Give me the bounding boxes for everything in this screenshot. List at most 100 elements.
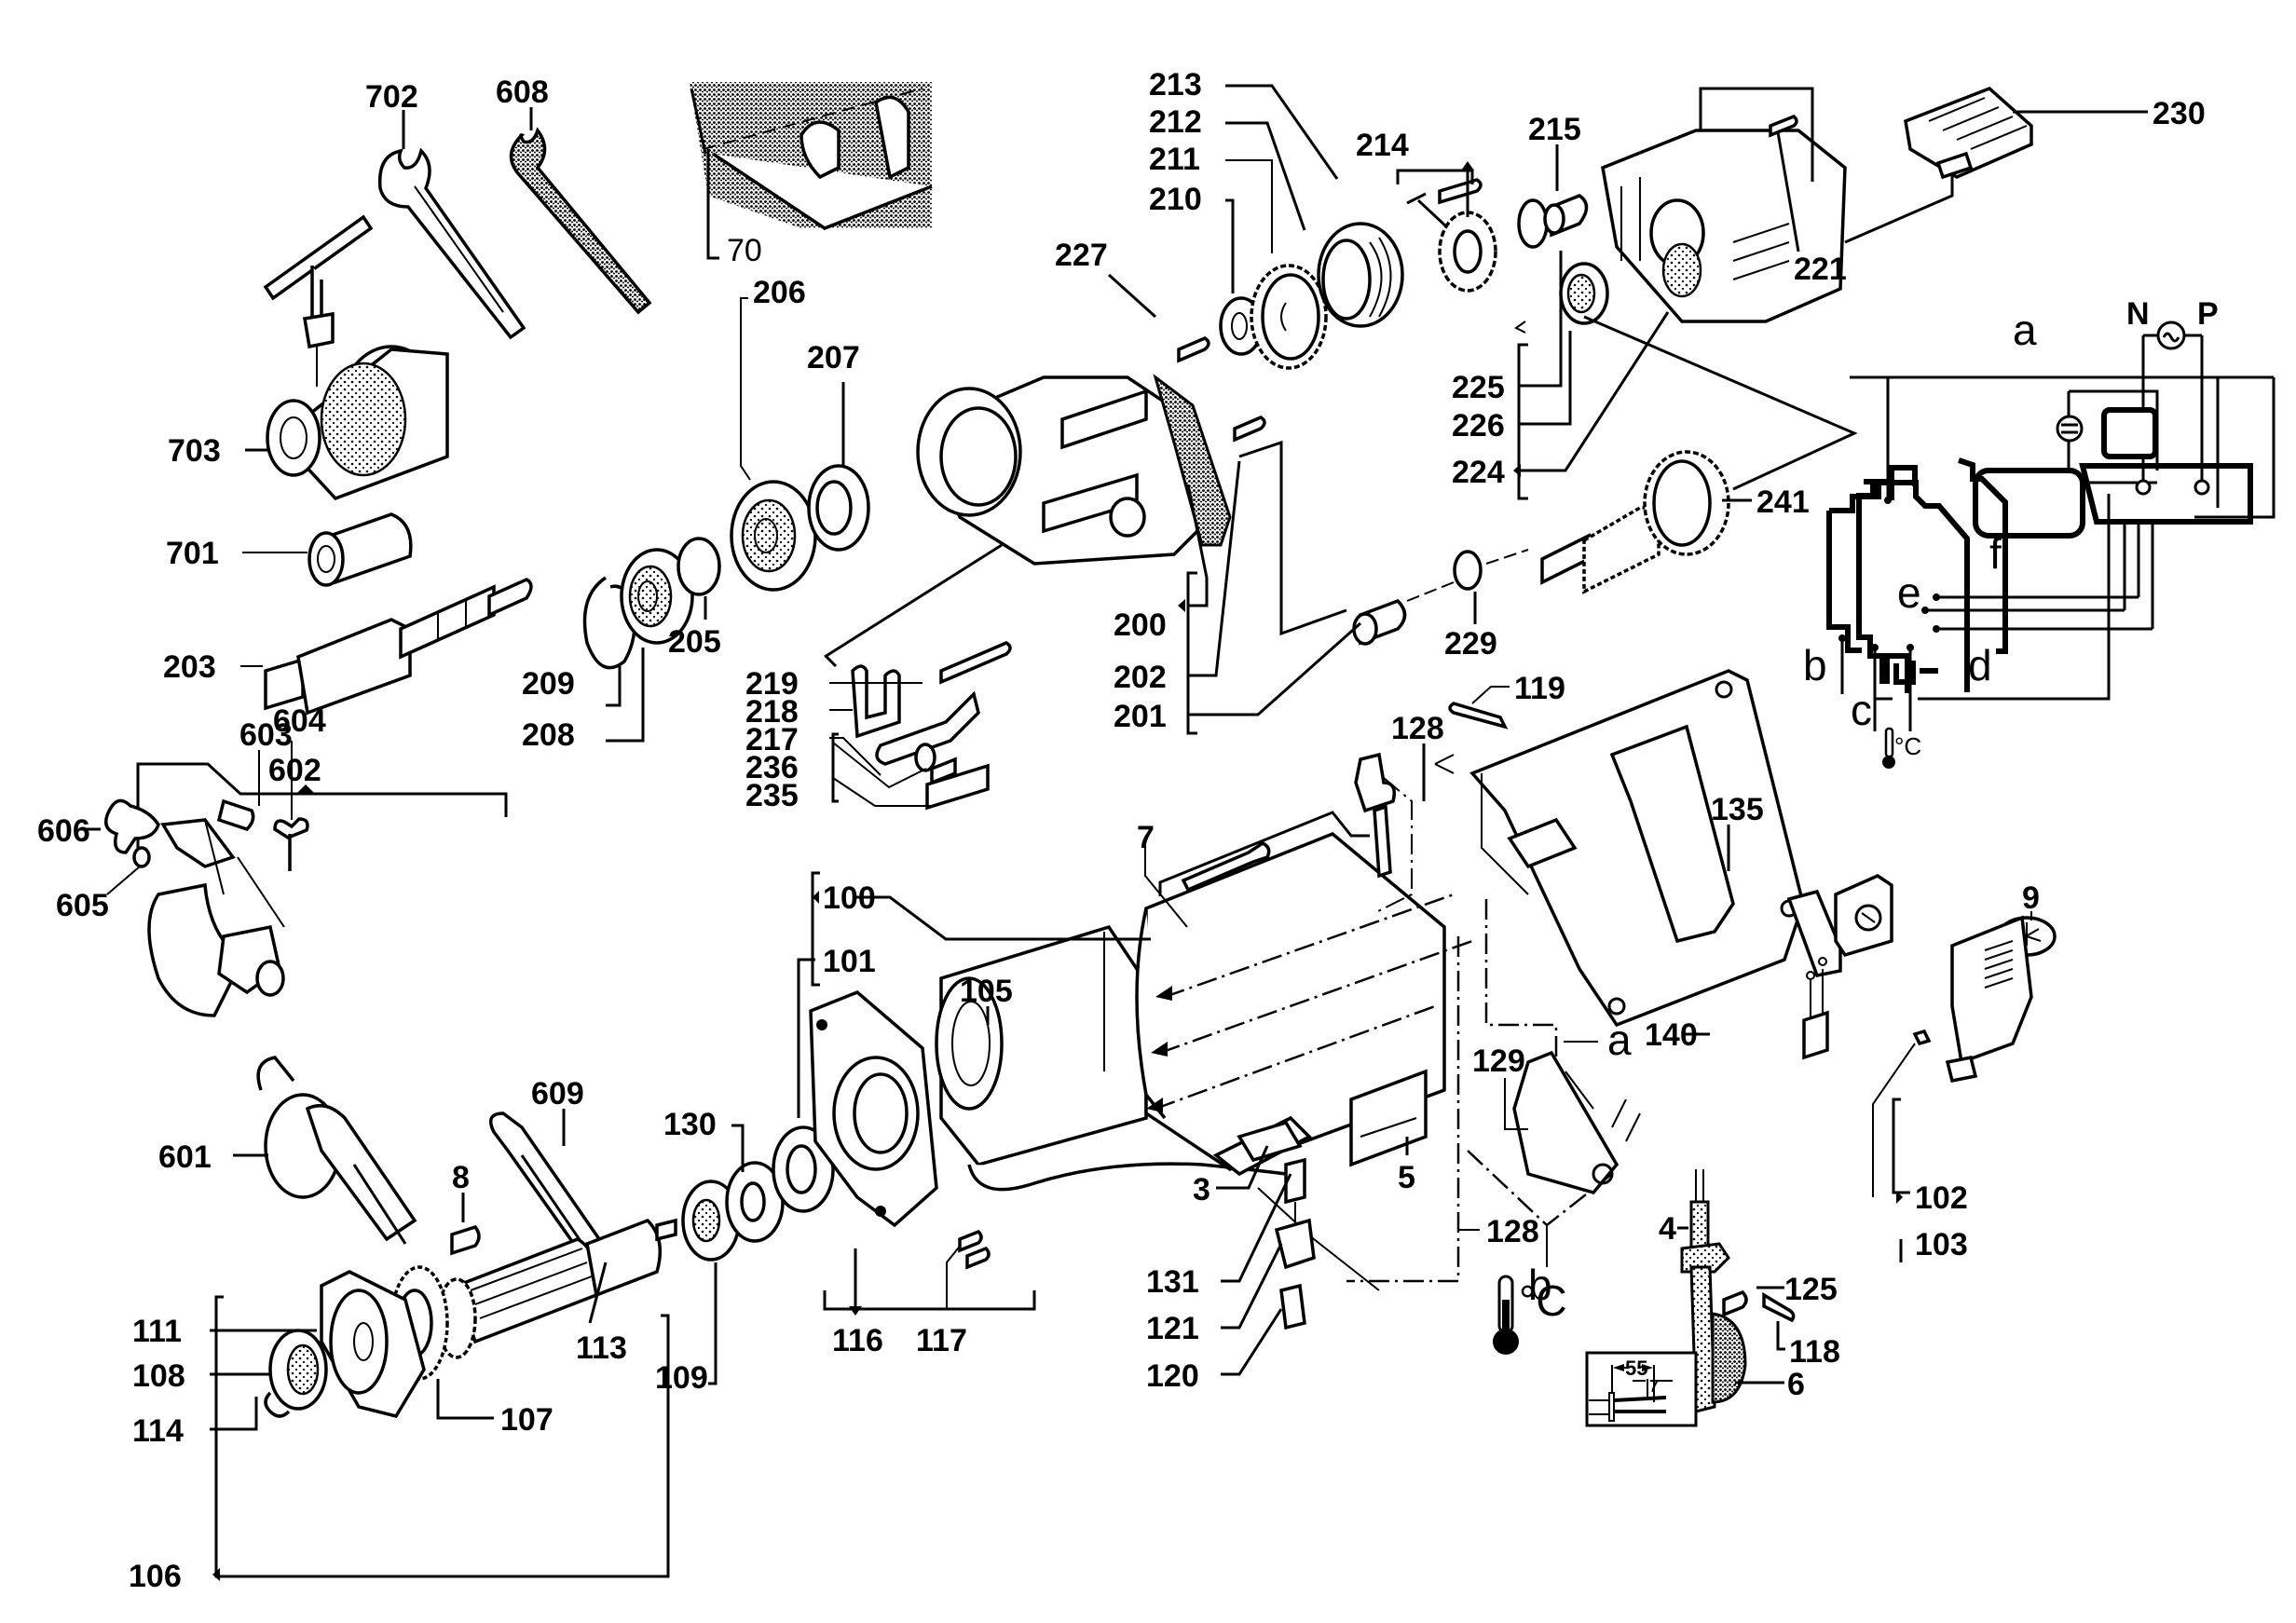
bearing-101 bbox=[772, 1125, 835, 1213]
housing-detail-70 bbox=[690, 82, 933, 230]
label-219: 219 bbox=[745, 666, 799, 702]
leader-130 bbox=[731, 1124, 745, 1172]
label-215: 215 bbox=[1528, 112, 1581, 147]
leader-225 bbox=[1519, 251, 1563, 388]
label-601: 601 bbox=[158, 1139, 212, 1175]
label-70: 70 bbox=[727, 233, 762, 268]
circlip-114 bbox=[264, 1391, 291, 1418]
pins-117 bbox=[958, 1229, 983, 1253]
bracket-100 bbox=[811, 871, 820, 987]
label-701: 701 bbox=[166, 536, 219, 571]
label-130: 130 bbox=[663, 1107, 717, 1142]
switch-129 bbox=[1512, 1050, 1641, 1194]
leader-119 bbox=[1471, 686, 1510, 704]
label-225: 225 bbox=[1452, 370, 1505, 405]
gear-211 bbox=[1250, 264, 1328, 370]
wire-label-e: e bbox=[1897, 568, 1921, 617]
leader-241-group bbox=[1583, 315, 1858, 491]
leader-70 bbox=[706, 149, 719, 260]
label-4: 4 bbox=[1659, 1211, 1676, 1247]
label-9: 9 bbox=[2022, 880, 2040, 916]
leader-219-group bbox=[824, 543, 1003, 659]
label-208: 208 bbox=[522, 717, 575, 753]
leader-235 bbox=[832, 777, 936, 807]
leader-213 bbox=[1225, 84, 1339, 180]
label-212: 212 bbox=[1149, 104, 1202, 140]
label-129: 129 bbox=[1472, 1043, 1525, 1079]
label-7: 7 bbox=[1137, 820, 1155, 855]
leader-3 bbox=[1216, 1145, 1269, 1190]
label-205: 205 bbox=[668, 624, 721, 660]
bearing-108 bbox=[268, 1329, 328, 1411]
label-128-top: 128 bbox=[1391, 711, 1444, 746]
temp-unit-lower: °C bbox=[1519, 1276, 1567, 1325]
label-229: 229 bbox=[1444, 626, 1497, 661]
label-224: 224 bbox=[1452, 455, 1505, 490]
label-203: 203 bbox=[163, 649, 216, 685]
wire-label-a: a bbox=[1607, 1016, 1632, 1064]
label-102: 102 bbox=[1915, 1180, 1968, 1216]
label-230: 230 bbox=[2152, 96, 2206, 131]
label-116: 116 bbox=[832, 1323, 883, 1358]
label-604: 604 bbox=[273, 703, 326, 739]
brush-holder-128 bbox=[1354, 752, 1413, 914]
label-201: 201 bbox=[1114, 699, 1167, 734]
switch-lever-parts bbox=[851, 641, 1012, 811]
label-236: 236 bbox=[745, 750, 799, 785]
wrench-608 bbox=[509, 127, 652, 315]
chuck-key bbox=[263, 214, 374, 387]
wire-label-a-top: a bbox=[2013, 306, 2037, 354]
wire-label-d: d bbox=[1968, 641, 1992, 689]
label-6: 6 bbox=[1787, 1367, 1805, 1402]
side-handle-clamp bbox=[147, 818, 285, 1017]
label-131: 131 bbox=[1146, 1264, 1199, 1300]
handle-cover-102 bbox=[1945, 915, 2033, 1084]
label-121: 121 bbox=[1146, 1311, 1199, 1346]
leader-211 bbox=[1225, 159, 1273, 253]
label-206: 206 bbox=[753, 275, 806, 310]
label-5: 5 bbox=[1398, 1160, 1415, 1195]
leader-7 bbox=[1144, 839, 1188, 928]
leader-226 bbox=[1519, 331, 1572, 426]
temp-unit-circuit: °C bbox=[1894, 732, 1921, 760]
leader-221 bbox=[1776, 131, 1800, 252]
label-605: 605 bbox=[56, 888, 109, 923]
label-603: 603 bbox=[239, 717, 293, 753]
ring-205 bbox=[676, 537, 721, 596]
leader-224 bbox=[1519, 311, 1670, 472]
label-plate-3 bbox=[1237, 1120, 1303, 1163]
bracket-200 bbox=[1186, 571, 1197, 735]
bolt-603 bbox=[216, 798, 255, 832]
cable-clamp-6 bbox=[1711, 1312, 1747, 1404]
leader-100 bbox=[853, 895, 1151, 941]
label-106: 106 bbox=[129, 1559, 182, 1594]
assembly-arrows bbox=[1146, 811, 1473, 1112]
dimension-7: 7 bbox=[1649, 1377, 1659, 1396]
leader-212 bbox=[1225, 121, 1306, 231]
drill-chuck-703 bbox=[266, 345, 449, 501]
screw-102 bbox=[1912, 1029, 1932, 1046]
leader-202 bbox=[1188, 460, 1241, 677]
washer-229 bbox=[1453, 550, 1483, 591]
label-608: 608 bbox=[496, 75, 549, 110]
side-handle-601 bbox=[256, 1056, 417, 1245]
chuck-adapter-701 bbox=[308, 512, 413, 587]
leader-200 bbox=[1186, 484, 1209, 607]
label-107: 107 bbox=[500, 1402, 554, 1438]
label-105: 105 bbox=[960, 974, 1013, 1009]
bearing-plate-111 bbox=[320, 1270, 426, 1419]
intermediate-shaft-241 bbox=[1540, 450, 1730, 594]
label-114: 114 bbox=[132, 1413, 184, 1449]
label-218: 218 bbox=[745, 694, 799, 730]
leader-236 bbox=[832, 742, 927, 789]
leader-209 bbox=[606, 666, 622, 707]
leader-107 bbox=[436, 1379, 494, 1420]
label-703: 703 bbox=[168, 433, 221, 469]
wire-route-a bbox=[1484, 899, 1558, 1095]
bracket-102 bbox=[1892, 1098, 1910, 1194]
dimension-55: 55 bbox=[1625, 1357, 1647, 1380]
wire-route-128 bbox=[1346, 936, 1460, 1283]
pinion-214 bbox=[1406, 178, 1497, 293]
leader-screw bbox=[1872, 1043, 1916, 1197]
terminal-label-p: P bbox=[2197, 296, 2219, 332]
